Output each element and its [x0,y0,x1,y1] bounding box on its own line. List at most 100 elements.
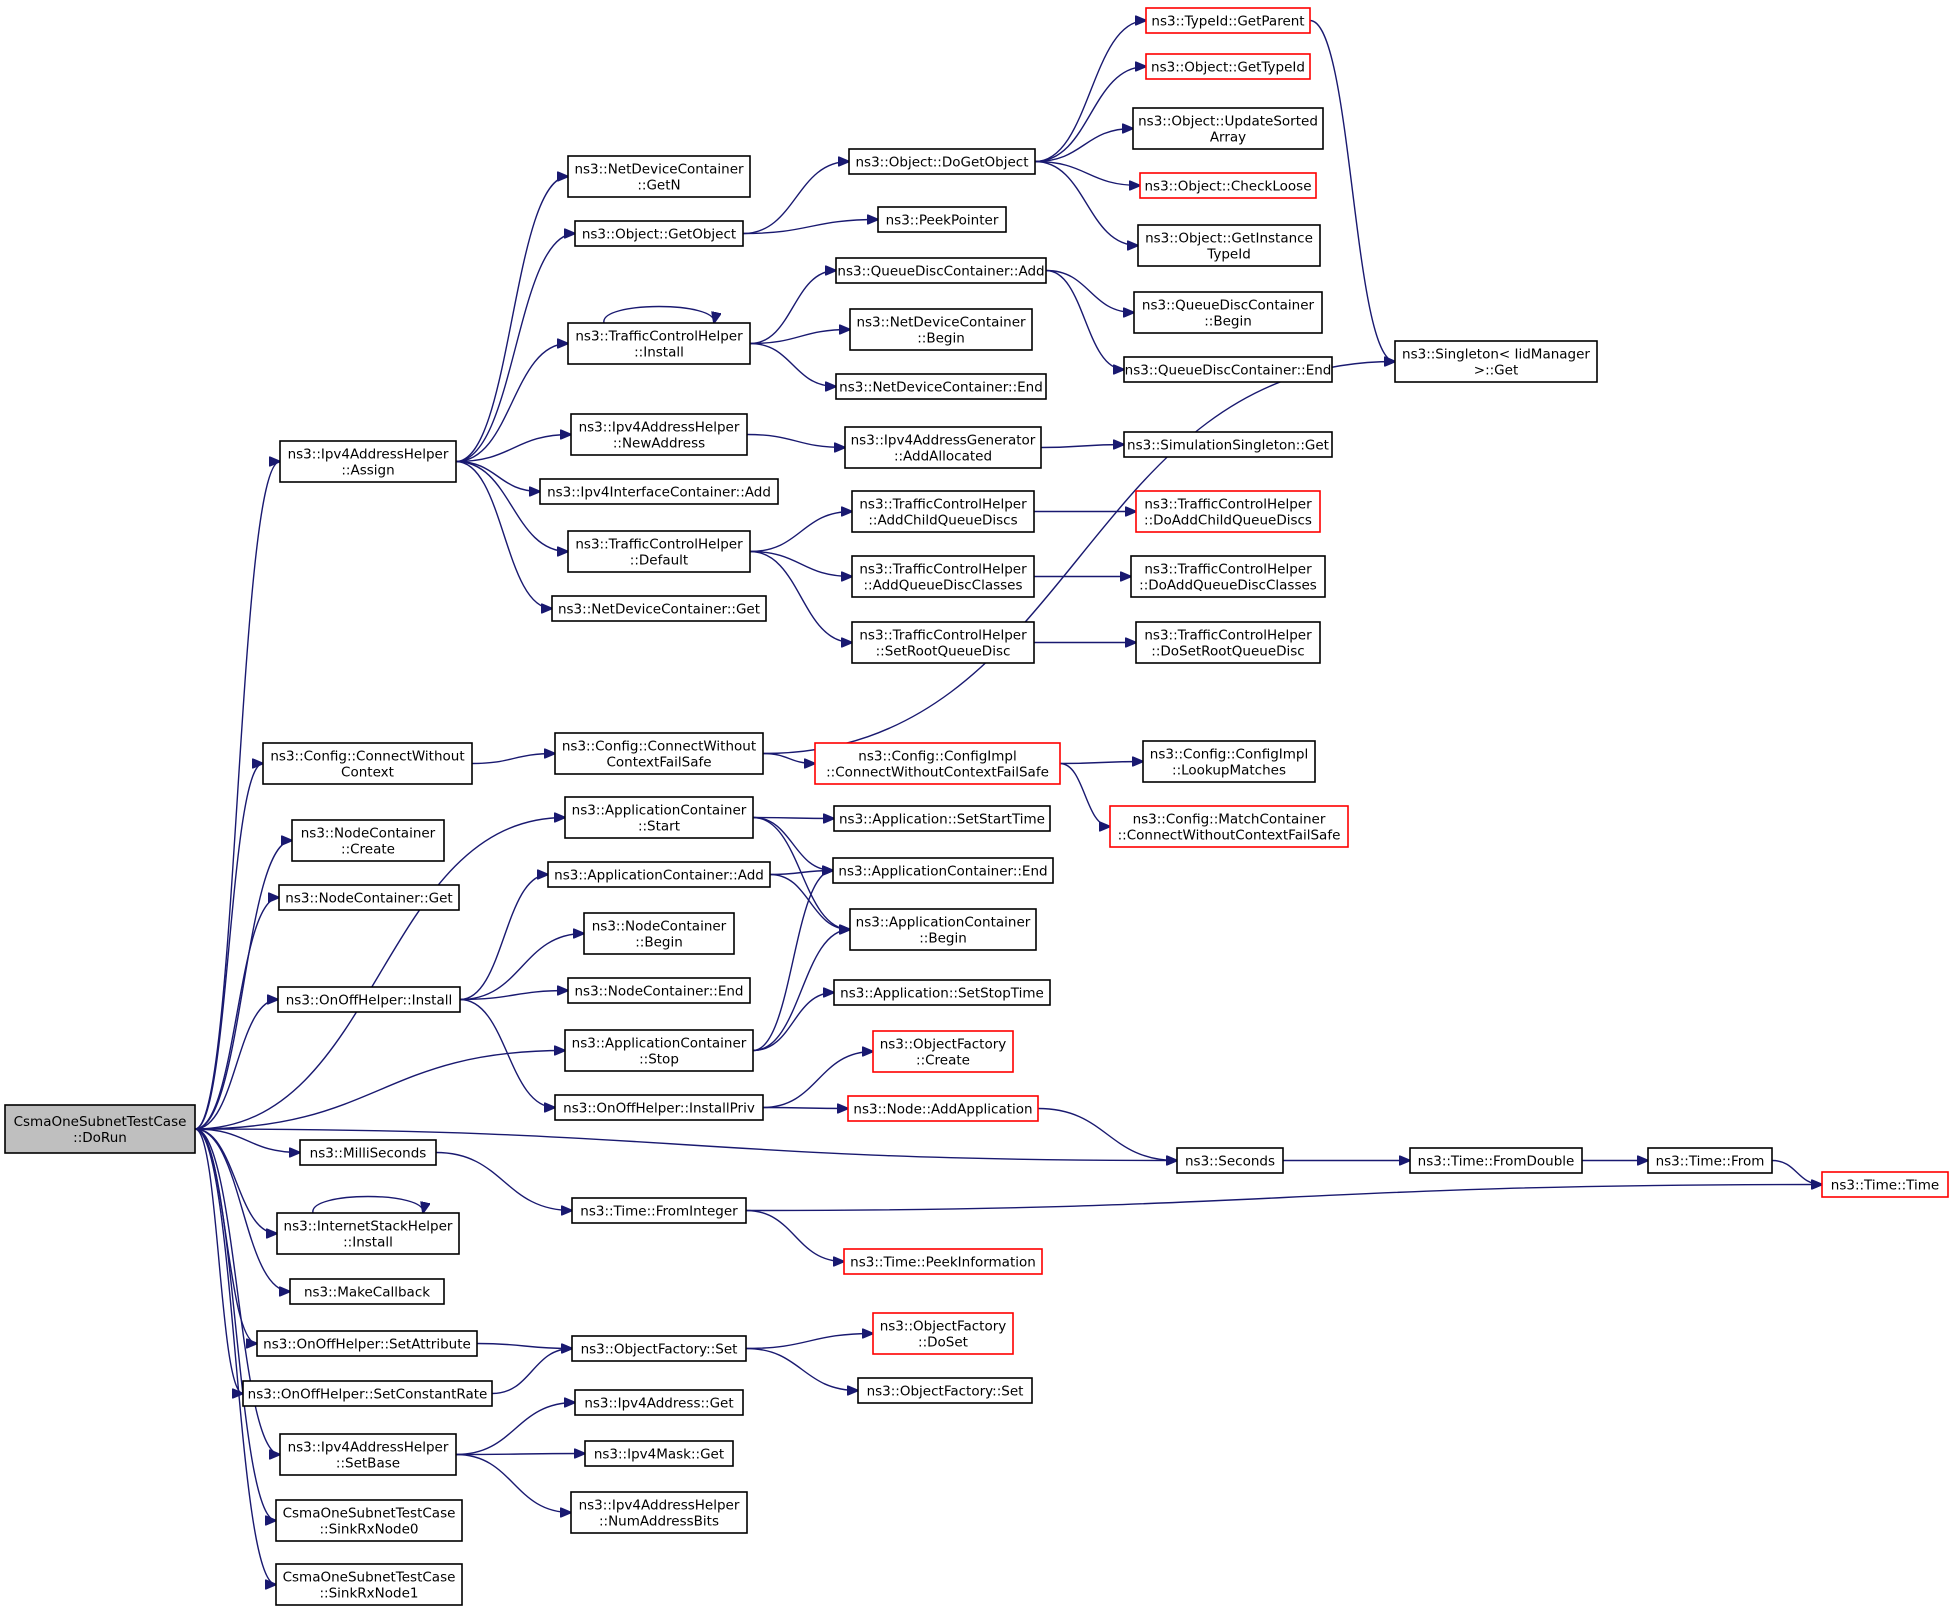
node-time_fromdouble[interactable]: ns3::Time::FromDouble [1409,1147,1583,1174]
node-appc_stop[interactable]: ns3::ApplicationContainer::Stop [564,1029,754,1072]
node-nodecont_end[interactable]: ns3::NodeContainer::End [567,977,751,1004]
node-box [278,884,460,911]
node-dorun[interactable]: CsmaOneSubnetTestCase::DoRun [4,1104,196,1154]
node-tch_default[interactable]: ns3::TrafficControlHelper::Default [567,530,751,573]
edge-dorun-to-sink1 [194,1128,276,1585]
node-obj_getobject[interactable]: ns3::Object::GetObject [574,220,744,247]
node-obj_gettypeid[interactable]: ns3::Object::GetTypeId [1145,53,1311,80]
node-objfact_set[interactable]: ns3::ObjectFactory::Set [571,1335,747,1362]
node-sink1[interactable]: CsmaOneSubnetTestCase::SinkRxNode1 [275,1563,463,1606]
node-time_peekinfo[interactable]: ns3::Time::PeekInformation [843,1248,1043,1275]
node-configimpl_cwcfs[interactable]: ns3::Config::ConfigImpl::ConnectWithoutC… [814,742,1061,785]
node-ipv4address_get[interactable]: ns3::Ipv4Address::Get [574,1389,744,1416]
node-onoff_setattr[interactable]: ns3::OnOffHelper::SetAttribute [256,1330,478,1357]
node-tch_doaddchild[interactable]: ns3::TrafficControlHelper::DoAddChildQue… [1135,490,1321,533]
edge-typeid_getparent-to-singleton_get [1309,19,1395,362]
node-box [551,595,767,622]
node-ndc_begin[interactable]: ns3::NetDeviceContainer::Begin [849,308,1033,351]
node-box [1123,431,1333,458]
node-configimpl_lookup[interactable]: ns3::Config::ConfigImpl::LookupMatches [1142,740,1316,783]
node-box [1109,805,1349,848]
node-ipv4addr_assign[interactable]: ns3::Ipv4AddressHelper::Assign [279,440,457,483]
edge-obj_getobject-to-peekpointer [742,220,878,235]
node-label: ns3::InternetStackHelper [284,1219,453,1235]
node-label: ::LookupMatches [1172,763,1286,779]
node-objfact_doset[interactable]: ns3::ObjectFactory::DoSet [872,1312,1014,1355]
node-label: ns3::ObjectFactory [880,1319,1007,1335]
node-qdc_add[interactable]: ns3::QueueDiscContainer::Add [835,257,1047,284]
node-app_setstart[interactable]: ns3::Application::SetStartTime [833,805,1051,832]
node-label: ::NewAddress [613,436,705,452]
node-appc_end[interactable]: ns3::ApplicationContainer::End [832,857,1054,884]
node-tch_install[interactable]: ns3::TrafficControlHelper::Install [567,322,751,365]
node-tch_dosetroot[interactable]: ns3::TrafficControlHelper::DoSetRootQueu… [1135,621,1321,664]
node-time_time[interactable]: ns3::Time::Time [1821,1171,1949,1198]
node-obj_dogetobject[interactable]: ns3::Object::DoGetObject [848,148,1036,175]
node-onoff_setrate[interactable]: ns3::OnOffHelper::SetConstantRate [242,1380,493,1407]
node-ipv4ag_addalloc[interactable]: ns3::Ipv4AddressGenerator::AddAllocated [844,426,1042,469]
node-ipv4addr_setbase[interactable]: ns3::Ipv4AddressHelper::SetBase [279,1433,457,1476]
node-label: ns3::NodeContainer::End [575,984,744,1000]
node-appc_start[interactable]: ns3::ApplicationContainer::Start [564,796,754,839]
node-nodecont_get[interactable]: ns3::NodeContainer::Get [278,884,460,911]
node-label: ns3::Ipv4AddressHelper [579,1498,740,1514]
node-time_from[interactable]: ns3::Time::From [1647,1147,1773,1174]
edge-ipv4addr_assign-to-ipv4addr_newaddr [455,435,571,463]
node-label: ns3::ApplicationContainer [572,803,747,819]
node-config_cwc[interactable]: ns3::Config::ConnectWithoutContext [262,742,473,785]
node-nodecont_create[interactable]: ns3::NodeContainer::Create [291,819,445,862]
node-box [1176,1147,1284,1174]
node-sink0[interactable]: CsmaOneSubnetTestCase::SinkRxNode0 [275,1499,463,1542]
node-appc_add[interactable]: ns3::ApplicationContainer::Add [547,861,771,888]
node-box [872,1312,1014,1355]
node-qdc_end[interactable]: ns3::QueueDiscContainer::End [1123,356,1333,383]
node-peekpointer[interactable]: ns3::PeekPointer [877,206,1007,233]
node-node_addapp[interactable]: ns3::Node::AddApplication [847,1095,1039,1122]
node-ipv4ic_add[interactable]: ns3::Ipv4InterfaceContainer::Add [539,478,779,505]
node-ipv4addr_newaddr[interactable]: ns3::Ipv4AddressHelper::NewAddress [570,413,748,456]
node-makecallback[interactable]: ns3::MakeCallback [289,1278,445,1305]
node-label: ns3::ObjectFactory [880,1037,1007,1053]
node-nodecont_begin[interactable]: ns3::NodeContainer::Begin [583,912,735,955]
node-label: CsmaOneSubnetTestCase [14,1114,187,1130]
node-label: ns3::PeekPointer [886,213,999,229]
node-app_setstop[interactable]: ns3::Application::SetStopTime [833,979,1051,1006]
node-label: ns3::Object::DoGetObject [855,155,1028,171]
node-box [1821,1171,1949,1198]
edge-tch_install-to-ndc_end [749,342,836,387]
node-singleton_get[interactable]: ns3::Singleton< IidManager >::Get [1394,340,1598,383]
node-onoff_installpriv[interactable]: ns3::OnOffHelper::InstallPriv [554,1094,764,1121]
node-tch_addqdclasses[interactable]: ns3::TrafficControlHelper::AddQueueDiscC… [851,555,1035,598]
node-objfact_create[interactable]: ns3::ObjectFactory::Create [872,1030,1014,1073]
edge-tch_default-to-tch_setroot [749,550,852,643]
node-inetstack_install[interactable]: ns3::InternetStackHelper::Install [276,1212,460,1255]
node-obj_checkloose[interactable]: ns3::Object::CheckLoose [1139,172,1317,199]
node-seconds[interactable]: ns3::Seconds [1176,1147,1284,1174]
node-ipv4addr_numbits[interactable]: ns3::Ipv4AddressHelper::NumAddressBits [570,1491,748,1534]
node-tch_doaddqdclasses[interactable]: ns3::TrafficControlHelper::DoAddQueueDis… [1130,555,1326,598]
node-objfact_set2[interactable]: ns3::ObjectFactory::Set [857,1377,1033,1404]
node-onoff_install[interactable]: ns3::OnOffHelper::Install [277,986,461,1013]
node-appc_begin[interactable]: ns3::ApplicationContainer::Begin [849,908,1037,951]
node-simsingleton_get[interactable]: ns3::SimulationSingleton::Get [1123,431,1333,458]
node-label: ns3::Time::PeekInformation [850,1255,1036,1271]
node-ndc_end[interactable]: ns3::NetDeviceContainer::End [835,373,1047,400]
node-ndc_getn[interactable]: ns3::NetDeviceContainer::GetN [567,155,751,198]
node-ndc_get[interactable]: ns3::NetDeviceContainer::Get [551,595,767,622]
node-matchcont_cwcfs[interactable]: ns3::Config::MatchContainer::ConnectWith… [1109,805,1349,848]
node-config_cwcfs[interactable]: ns3::Config::ConnectWithoutContextFailSa… [554,732,764,775]
nodes-layer: CsmaOneSubnetTestCase::DoRunns3::Ipv4Add… [4,7,1949,1606]
node-label: ns3::Time::From [1656,1154,1765,1170]
node-ipv4mask_get[interactable]: ns3::Ipv4Mask::Get [584,1440,734,1467]
node-tch_setroot[interactable]: ns3::TrafficControlHelper::SetRootQueueD… [851,621,1035,664]
node-time_fromint[interactable]: ns3::Time::FromInteger [571,1197,747,1224]
node-box [570,413,748,456]
node-typeid_getparent[interactable]: ns3::TypeId::GetParent [1145,7,1311,34]
node-tch_addchild[interactable]: ns3::TrafficControlHelper::AddChildQueue… [851,490,1035,533]
node-qdc_begin[interactable]: ns3::QueueDiscContainer::Begin [1133,291,1323,334]
node-milliseconds[interactable]: ns3::MilliSeconds [299,1139,437,1166]
node-box [832,857,1054,884]
edge-ipv4addr_assign-to-ndc_get [455,460,552,609]
